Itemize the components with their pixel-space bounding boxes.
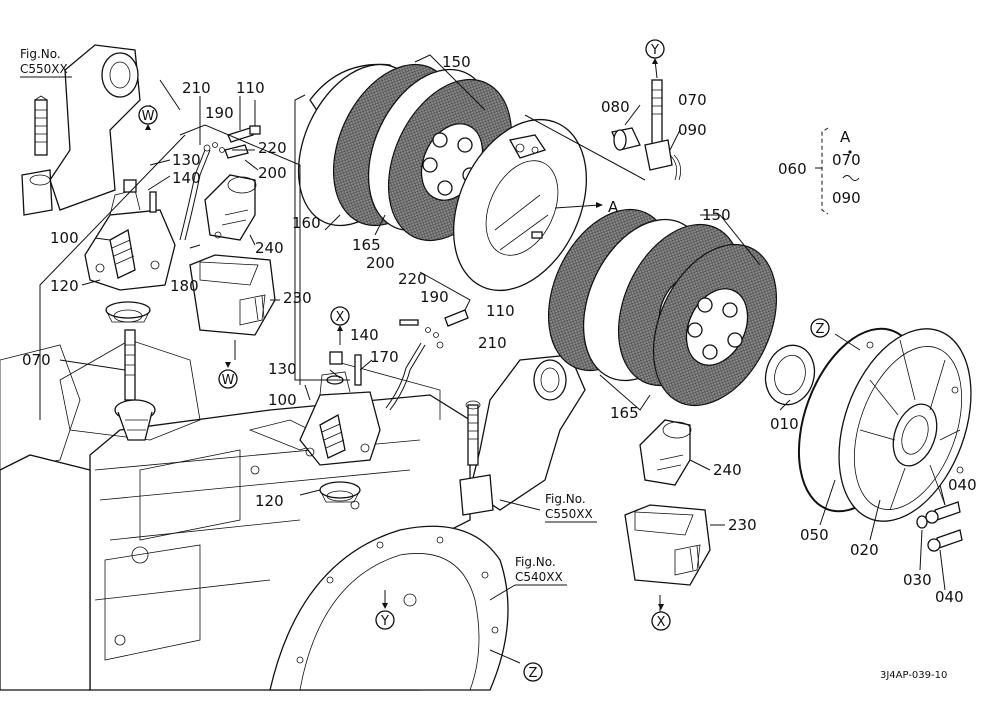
part-label-110: 110 <box>236 79 265 97</box>
part-label-070-range: 070 <box>832 151 861 169</box>
disc-stack-lower <box>547 208 778 407</box>
part-label-070: 070 <box>22 351 51 369</box>
figure-ref-2-line2: C550XX <box>545 507 593 521</box>
right-bracket <box>459 354 586 516</box>
marker-W-bottom-label: W <box>222 373 235 388</box>
part-label-220: 220 <box>258 139 287 157</box>
marker-X-top-label: X <box>336 310 345 325</box>
brake-cover <box>838 328 972 522</box>
part-label-090-range: 090 <box>832 189 861 207</box>
figure-ref-3-line2: C540XX <box>515 570 563 584</box>
figure-ref-3[interactable]: Fig.No. C540XX <box>515 555 567 586</box>
bolts-right <box>916 501 963 552</box>
part-label-190-mid: 190 <box>420 288 449 306</box>
marker-Y-top-label: Y <box>650 43 659 58</box>
part-label-010: 010 <box>770 415 799 433</box>
disc-stack-upper <box>297 63 513 242</box>
part-label-140: 140 <box>172 169 201 187</box>
part-label-060: 060 <box>778 160 807 178</box>
part-label-130: 130 <box>172 151 201 169</box>
figure-ref-2[interactable]: Fig.No. C550XX <box>545 492 597 523</box>
left-bracket <box>21 44 141 216</box>
part-label-240: 240 <box>255 239 284 257</box>
part-label-200-mid: 200 <box>366 254 395 272</box>
part-label-080: 080 <box>601 98 630 116</box>
cover-lower <box>624 504 711 586</box>
part-label-230-lower: 230 <box>728 516 757 534</box>
marker-Z-bottom-label: Z <box>529 666 538 681</box>
figure-ref-1-line2: C550XX <box>20 62 68 76</box>
marker-X-bottom-label: X <box>657 615 666 630</box>
part-label-090: 090 <box>678 121 707 139</box>
pressure-plate <box>452 118 588 292</box>
part-label-A: A <box>840 128 851 146</box>
boot-upper <box>204 174 257 241</box>
range-bracket-060 <box>815 127 860 215</box>
marker-Z-top[interactable]: Z <box>810 318 830 338</box>
part-label-200: 200 <box>258 164 287 182</box>
part-label-040-upper: 040 <box>948 476 977 494</box>
bell-housing <box>269 525 509 691</box>
part-label-070-upper: 070 <box>678 91 707 109</box>
shaft-upper-right <box>611 79 682 181</box>
part-label-110-mid: 110 <box>486 302 515 320</box>
figure-ref-3-line1: Fig.No. <box>515 555 556 569</box>
part-label-150: 150 <box>442 53 471 71</box>
part-label-210-mid: 210 <box>478 334 507 352</box>
marker-W-top[interactable]: W <box>138 105 158 125</box>
part-label-140-mid: 140 <box>350 326 379 344</box>
part-label-100-mid: 100 <box>268 391 297 409</box>
cover-upper <box>189 254 276 336</box>
part-label-arrow-A: A <box>608 198 619 216</box>
part-label-120: 120 <box>50 277 79 295</box>
part-label-130-mid: 130 <box>268 360 297 378</box>
part-label-220-mid: 220 <box>398 270 427 288</box>
marker-Z-top-label: Z <box>816 322 825 337</box>
marker-W-top-label: W <box>142 109 155 124</box>
marker-Y-bottom[interactable]: Y <box>375 610 395 630</box>
part-label-020: 020 <box>850 541 879 559</box>
oil-seal <box>764 344 816 406</box>
part-label-040-lower: 040 <box>935 588 964 606</box>
part-label-170: 170 <box>370 348 399 366</box>
pipe-upper <box>179 125 261 241</box>
marker-X-top[interactable]: X <box>330 306 350 326</box>
marker-Y-bottom-label: Y <box>380 614 389 629</box>
part-label-050: 050 <box>800 526 829 544</box>
figure-ref-2-line1: Fig.No. <box>545 492 586 506</box>
circle-markers: W W X X Y Y Z Z <box>138 39 830 682</box>
part-label-180: 180 <box>170 277 199 295</box>
drawing-code: 3J4AP-039-10 <box>880 670 947 681</box>
part-label-210: 210 <box>182 79 211 97</box>
marker-Y-top[interactable]: Y <box>645 39 665 59</box>
leader-lines <box>39 54 946 664</box>
part-label-165: 165 <box>352 236 381 254</box>
part-label-150-lower: 150 <box>702 206 731 224</box>
boot-lower <box>639 419 692 486</box>
part-label-190: 190 <box>205 104 234 122</box>
arrows <box>145 58 664 610</box>
marker-Z-bottom[interactable]: Z <box>523 662 543 682</box>
shaft-lower-left <box>114 329 156 441</box>
part-labels: 210 190 110 220 200 130 140 100 120 180 … <box>22 53 977 606</box>
part-label-165-lower: 165 <box>610 404 639 422</box>
figure-ref-1[interactable]: Fig.No. C550XX <box>20 47 72 78</box>
part-label-230: 230 <box>283 289 312 307</box>
part-label-100: 100 <box>50 229 79 247</box>
figure-ref-1-line1: Fig.No. <box>20 47 61 61</box>
part-label-030: 030 <box>903 571 932 589</box>
part-label-160: 160 <box>292 214 321 232</box>
part-label-240-lower: 240 <box>713 461 742 479</box>
marker-X-bottom[interactable]: X <box>651 611 671 631</box>
marker-W-bottom[interactable]: W <box>218 369 238 389</box>
caliper-upper <box>84 179 176 323</box>
part-label-120-mid: 120 <box>255 492 284 510</box>
